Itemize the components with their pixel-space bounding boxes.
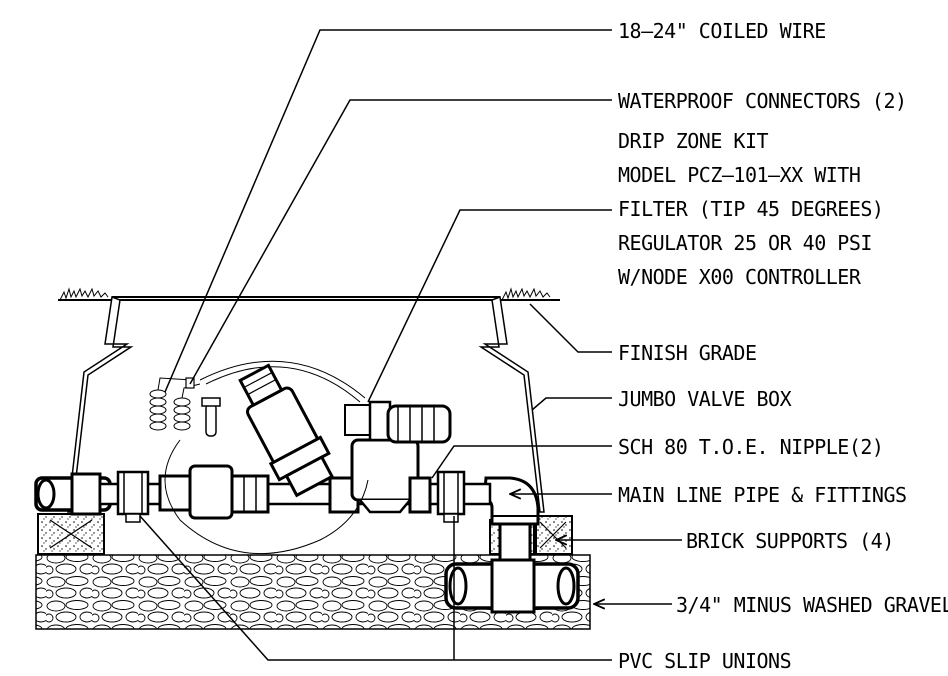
label-drip-kit-3: FILTER (TIP 45 DEGREES) bbox=[618, 197, 883, 221]
leader-drip-kit bbox=[367, 209, 612, 403]
leader-valve-box bbox=[531, 397, 612, 411]
label-finish-grade: FINISH GRADE bbox=[618, 341, 757, 365]
leader-finish-grade bbox=[529, 303, 612, 353]
label-nipple: SCH 80 T.O.E. NIPPLE(2) bbox=[618, 435, 883, 459]
leader-coiled-wire bbox=[164, 29, 612, 393]
main-line-tee bbox=[444, 518, 580, 614]
label-brick-supports: BRICK SUPPORTS (4) bbox=[686, 529, 894, 553]
waterproof-connectors bbox=[185, 377, 221, 437]
label-valve-box: JUMBO VALVE BOX bbox=[618, 387, 792, 411]
callout-labels: 18–24" COILED WIRE WATERPROOF CONNECTORS… bbox=[618, 19, 948, 673]
label-waterproof-connectors: WATERPROOF CONNECTORS (2) bbox=[618, 89, 907, 113]
label-coiled-wire: 18–24" COILED WIRE bbox=[618, 19, 826, 43]
label-drip-kit-5: W/NODE X00 CONTROLLER bbox=[618, 265, 862, 289]
leader-nipple bbox=[431, 445, 612, 479]
leader-slip-union-left bbox=[139, 515, 612, 661]
slip-union-right bbox=[436, 470, 466, 523]
leader-lines bbox=[139, 29, 682, 661]
label-drip-kit-2: MODEL PCZ–101–XX WITH bbox=[618, 163, 860, 187]
control-valve bbox=[328, 400, 452, 514]
grass-tuft-right bbox=[501, 287, 551, 301]
leader-waterproof-connectors bbox=[189, 99, 612, 385]
slip-union-left bbox=[116, 470, 150, 523]
inlet-pipe-left bbox=[34, 472, 112, 516]
brick-support-right bbox=[533, 515, 573, 555]
label-slip-unions: PVC SLIP UNIONS bbox=[618, 649, 791, 673]
label-drip-kit-4: REGULATOR 25 OR 40 PSI bbox=[618, 231, 872, 255]
brick-support-left bbox=[37, 513, 105, 555]
inlet-fittings bbox=[158, 464, 270, 520]
coiled-wire bbox=[149, 377, 201, 431]
controller-wire-loop bbox=[164, 360, 369, 555]
valve-box-lid bbox=[58, 296, 560, 301]
drip-filter bbox=[238, 363, 335, 498]
label-gravel: 3/4" MINUS WASHED GRAVEL bbox=[676, 593, 948, 617]
grass-tuft-left bbox=[59, 287, 109, 301]
label-drip-kit-1: DRIP ZONE KIT bbox=[618, 129, 768, 153]
main-line-elbow bbox=[482, 476, 540, 526]
label-main-line: MAIN LINE PIPE & FITTINGS bbox=[618, 483, 907, 507]
